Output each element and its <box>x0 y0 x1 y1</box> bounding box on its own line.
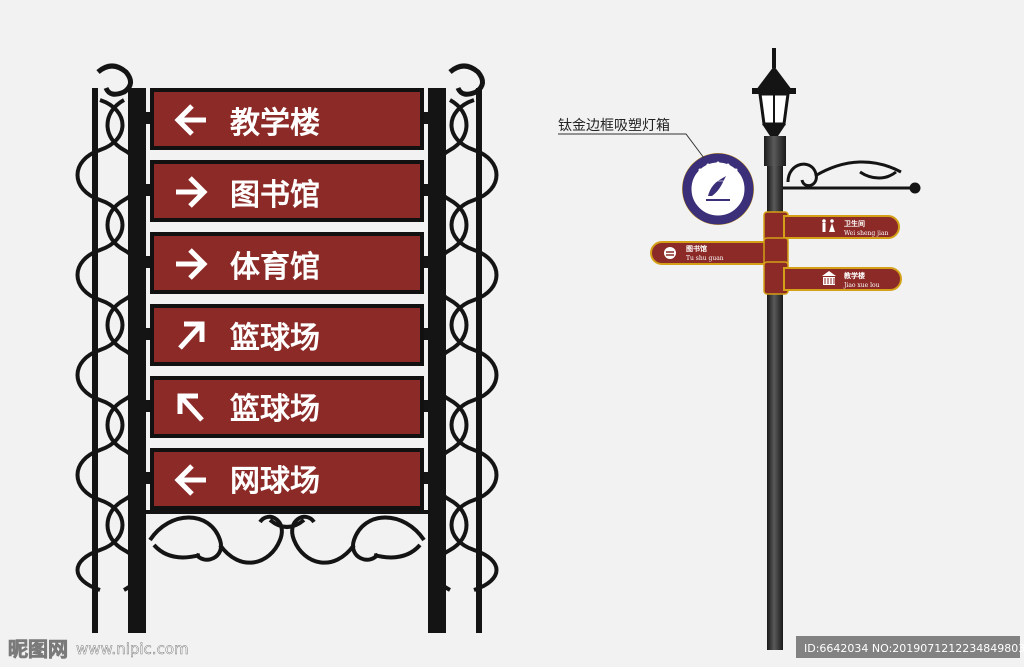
watermark-id-text: ID:6642034 NO:20190712122348498033 <box>804 642 1024 655</box>
watermark-id-bar: ID:6642034 NO:20190712122348498033 <box>796 636 1024 658</box>
watermark-logo-text: 昵图网 <box>8 637 68 661</box>
sign-board-5: 篮球场 <box>146 376 428 438</box>
board-label: 图书馆 <box>230 178 320 213</box>
direction-plate-library: 图书馆 Tu shu guan <box>650 237 789 269</box>
left-ornamental-frame <box>75 63 146 633</box>
up-left-arrow-icon <box>177 393 204 422</box>
directory-sign: 教学楼 图书馆 体育馆 <box>75 63 499 633</box>
plate-cn-label: 卫生间 <box>844 219 865 228</box>
right-arrow-icon <box>176 176 208 208</box>
restroom-icon <box>822 219 835 232</box>
bottom-scroll-ornament <box>146 510 428 565</box>
lightbox-callout: 钛金边框吸塑灯箱 <box>558 118 705 159</box>
up-right-arrow-icon <box>178 321 205 350</box>
watermark-url: www.nipic.com <box>76 640 189 658</box>
sign-board-1: 教学楼 <box>146 88 428 150</box>
board-label: 篮球场 <box>230 392 320 427</box>
watermark-logo: 昵图网 www.nipic.com <box>8 637 189 662</box>
sign-board-4: 篮球场 <box>146 304 428 366</box>
board-label: 教学楼 <box>230 106 320 141</box>
sign-board-3: 体育馆 <box>146 232 428 294</box>
lamp-post: 钛金边框吸塑灯箱 卫生间 Wei sheng jian 图书馆 Tu shu g… <box>558 48 921 650</box>
right-ornamental-frame <box>428 63 499 633</box>
college-emblem-seal <box>682 153 754 225</box>
scroll-bracket <box>783 160 921 194</box>
board-label: 网球场 <box>230 464 320 499</box>
board-label: 体育馆 <box>230 250 320 285</box>
board-label: 篮球场 <box>230 321 320 356</box>
right-arrow-icon <box>176 248 208 280</box>
left-arrow-icon <box>174 464 206 496</box>
sign-board-2: 图书馆 <box>146 160 428 222</box>
library-icon <box>664 247 676 259</box>
callout-label: 钛金边框吸塑灯箱 <box>558 118 670 134</box>
plate-pinyin-label: Tu shu guan <box>686 255 724 262</box>
direction-plate-restroom: 卫生间 Wei sheng jian <box>763 211 900 243</box>
plate-cn-label: 教学楼 <box>843 271 865 280</box>
direction-plate-teaching-building: 教学楼 Jiao xue lou <box>763 261 902 295</box>
left-arrow-icon <box>174 104 206 136</box>
building-icon <box>822 271 836 285</box>
plate-cn-label: 图书馆 <box>686 244 707 253</box>
sign-board-6: 网球场 <box>146 448 428 510</box>
plate-pinyin-label: Wei sheng jian <box>844 230 889 237</box>
lantern-icon <box>752 48 796 136</box>
plate-pinyin-label: Jiao xue lou <box>843 282 880 289</box>
